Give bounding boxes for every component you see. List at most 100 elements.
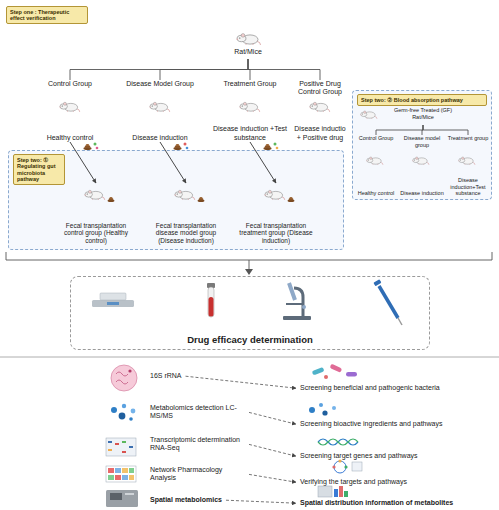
sequencing-grid — [115, 443, 119, 445]
microbe-dots — [186, 147, 189, 150]
label-text: Healthy control — [358, 190, 395, 197]
distribution-chart — [318, 486, 332, 497]
network-grid — [106, 466, 136, 482]
bacteria-icon — [312, 367, 325, 375]
label-text: Screening target genes and pathways — [300, 452, 418, 460]
dna-helix — [318, 439, 358, 445]
method-label: 16S rRNA — [150, 372, 182, 380]
efficacy-box: Drug efficacy determination — [70, 276, 430, 350]
network-grid — [115, 468, 121, 473]
label-text: Metabolomics detection LC-MS/MS — [150, 404, 245, 421]
microbe-dots — [96, 147, 99, 150]
rat-icon — [150, 102, 170, 112]
network-grid — [122, 468, 128, 473]
scale-icon — [92, 300, 134, 307]
network-grid — [129, 468, 134, 473]
label-text: Disease model group — [399, 135, 445, 148]
group-column: Disease model groupDisease induction — [399, 135, 445, 197]
sequencing-grid — [108, 441, 112, 443]
group-column: Positive Drug Control GroupDisease induc… — [292, 80, 348, 142]
cycle-network — [352, 462, 362, 471]
label-text: Network Pharmacology Analysis — [150, 466, 245, 483]
pipette-icon — [373, 279, 381, 286]
connector — [249, 474, 296, 482]
cycle-network — [338, 459, 341, 462]
microbe-dots — [276, 147, 279, 150]
group-column: Disease Model GroupDisease induction — [120, 80, 200, 142]
microbe-dots — [184, 143, 187, 146]
rat-icon — [60, 102, 80, 112]
network-grid — [115, 475, 121, 480]
metabolite-dots — [111, 404, 135, 421]
label-text: Positive Drug Control Group — [292, 80, 348, 97]
label-text: Control Group — [359, 135, 394, 142]
transplant-group: Fecal transplantation treatment group (D… — [236, 183, 316, 245]
label-text: Fecal transplantation treatment group (D… — [236, 222, 316, 245]
scale-icon — [107, 302, 119, 305]
microbe-dots — [94, 143, 279, 150]
connector — [248, 59, 320, 80]
blood-tube-icon — [208, 287, 214, 317]
metabolite-dots — [119, 413, 126, 420]
instrument-icon — [110, 493, 122, 500]
label-text: Verifying the targets and pathways — [300, 478, 407, 486]
label-text: Treatment Group — [223, 80, 276, 88]
label-text: Healthy control — [47, 134, 94, 142]
label-text: Disease induction +Test substance — [210, 125, 290, 142]
cycle-network — [344, 465, 347, 468]
subject-label: Rat/Mice — [220, 48, 276, 59]
network-grid — [129, 475, 134, 480]
step-tag: Step one : Therapeutic effect verificati… — [6, 6, 88, 24]
microscope-icon — [289, 283, 295, 300]
instrument-icon — [125, 493, 134, 495]
result-label: Verifying the targets and pathways — [300, 478, 407, 486]
label-text: Disease induction — [400, 190, 443, 197]
label-text: Germ-free Treated (GF) Rat/Mice — [383, 107, 463, 120]
metabolite-dots — [129, 417, 133, 421]
scale-icon — [92, 293, 134, 307]
network-grid — [108, 468, 114, 473]
subject-label: Germ-free Treated (GF) Rat/Mice — [383, 107, 463, 125]
cell-icon — [111, 365, 137, 391]
distribution-chart — [334, 489, 338, 497]
method-label: Network Pharmacology Analysis — [150, 466, 245, 483]
microscope-icon — [302, 305, 306, 309]
section-divider — [0, 357, 499, 358]
network-grid — [122, 475, 128, 480]
label-text: Treatment group — [448, 135, 488, 142]
metabolite-dots — [122, 404, 126, 408]
microscope-icon — [283, 316, 311, 320]
instrument-icon — [106, 490, 138, 507]
metabolite-dots — [111, 407, 117, 413]
bracket-arrowhead — [245, 269, 253, 275]
rat-icon — [237, 34, 261, 45]
microbe-dots — [94, 143, 97, 146]
panel-heading: Step two: ② Blood absorption pathway — [357, 94, 487, 106]
group-bracket — [6, 252, 492, 260]
result-label: Spatial distribution information of meta… — [300, 499, 453, 507]
connector — [70, 59, 248, 80]
label-text: Disease inductio + Positive drug — [292, 125, 348, 142]
compound-dots — [309, 403, 336, 416]
pipette-icon — [398, 318, 402, 325]
cell-icon — [128, 369, 131, 372]
microbe-dots — [274, 143, 277, 146]
distribution-chart — [318, 486, 348, 497]
connector — [226, 500, 296, 503]
label-text: Disease induction — [132, 134, 187, 142]
sequencing-grid — [108, 449, 112, 451]
blood-tube-icon — [209, 297, 214, 317]
sequencing-grid — [106, 438, 136, 456]
label-text: Spatial distribution information of meta… — [300, 499, 453, 507]
group-column: Control GroupHealthy control — [30, 80, 110, 142]
compound-dots — [322, 410, 327, 415]
instrument-icon — [106, 490, 138, 507]
result-label: Screening bioactive ingredients and path… — [300, 420, 442, 428]
connector — [249, 412, 296, 424]
scale-icon — [100, 293, 126, 300]
connector — [160, 59, 248, 80]
